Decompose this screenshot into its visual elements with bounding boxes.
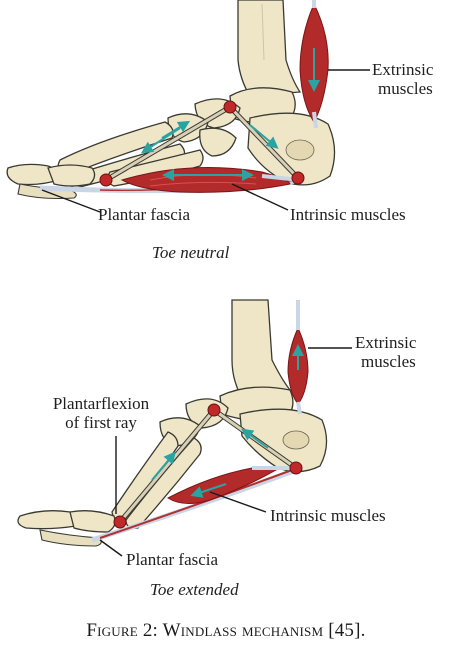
toe-phalanges-2 [17,510,78,530]
plantarflexion-label-line1: Plantarflexion [52,394,150,413]
plantar-fascia-label-top: Plantar fascia [98,205,191,224]
intrinsic-muscles-label-bottom: Intrinsic muscles [270,506,386,525]
plantarflexion-label: Plantarflexion of first ray [36,394,166,432]
tibia-bone-2 [231,299,292,395]
extrinsic-label-top-line2: muscles [378,79,433,98]
extrinsic-label-bottom-line1: Extrinsic [355,333,417,352]
state-caption-extended: Toe extended [150,580,239,599]
foot-neutral-illustration [6,0,370,213]
extrinsic-muscles-label-bottom: Extrinsic muscles [355,333,416,371]
foot-extended-illustration [17,299,352,557]
extrinsic-label-top-line1: Extrinsic [372,60,434,79]
extrinsic-muscles-label-top: Extrinsic muscles [372,60,433,98]
intrinsic-muscles-label-top: Intrinsic muscles [290,205,406,224]
state-caption-neutral: Toe neutral [152,243,230,262]
tibia-bone [237,0,302,97]
plantar-fascia-label-bottom: Plantar fascia [126,550,219,569]
figure-caption: Figure 2: Windlass mechanism [45]. [86,620,366,641]
plantarflexion-label-line2: of first ray [65,413,137,432]
extrinsic-label-bottom-line2: muscles [361,352,416,371]
